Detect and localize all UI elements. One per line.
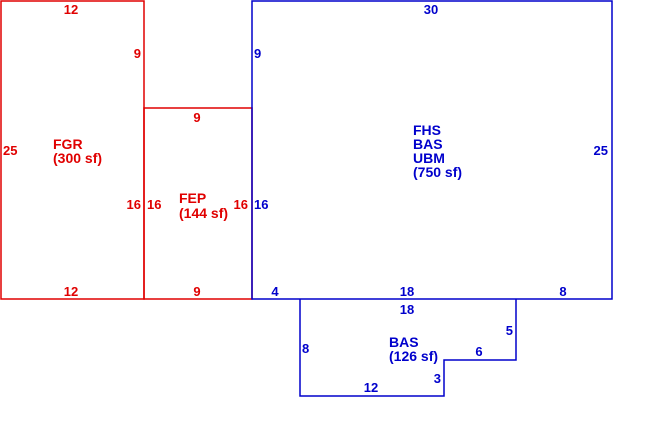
fgr-code-label: FGR: [53, 136, 83, 152]
fgr-dim-right-lower: 16: [127, 197, 141, 212]
main-dim-left-upper: 9: [254, 46, 261, 61]
main-dim-bottom-right: 8: [559, 284, 566, 299]
main-dim-left-lower: 16: [254, 197, 268, 212]
main-dim-bottom-mid: 18: [400, 284, 414, 299]
main-area: FHS BAS UBM (750 sf) 30 25 9 16 4 18 8: [251, 0, 613, 300]
fep-area: FEP (144 sf) 9 9 16 16: [143, 107, 253, 300]
main-code-label-1: FHS: [413, 122, 441, 138]
bas-area: BAS (126 sf) 18 8 12 3 6 5: [299, 299, 517, 397]
bas-dim-right: 5: [506, 323, 513, 338]
fep-dim-top: 9: [193, 110, 200, 125]
bas-area-label: (126 sf): [389, 348, 438, 364]
main-dim-bottom-left: 4: [271, 284, 279, 299]
fep-dim-bottom: 9: [193, 284, 200, 299]
main-code-label-2: BAS: [413, 136, 443, 152]
bas-dim-step-h: 6: [475, 344, 482, 359]
fgr-dim-top: 12: [64, 2, 78, 17]
bas-code-label: BAS: [389, 334, 419, 350]
fgr-dim-left: 25: [3, 143, 17, 158]
fep-dim-left: 16: [147, 197, 161, 212]
main-area-label: (750 sf): [413, 164, 462, 180]
main-dim-top: 30: [424, 2, 438, 17]
bas-outline: [299, 299, 517, 397]
fgr-dim-bottom: 12: [64, 284, 78, 299]
fep-area-label: (144 sf): [179, 205, 228, 221]
bas-dim-left: 8: [302, 341, 309, 356]
main-outline: [251, 0, 613, 300]
fgr-area: FGR (300 sf) 12 12 25 9 16: [0, 0, 145, 300]
fgr-dim-right-upper: 9: [134, 46, 141, 61]
bas-dim-top: 18: [400, 302, 414, 317]
main-code-label-3: UBM: [413, 150, 445, 166]
bas-dim-bottom: 12: [364, 380, 378, 395]
fep-code-label: FEP: [179, 190, 206, 206]
fgr-area-label: (300 sf): [53, 150, 102, 166]
main-dim-right: 25: [594, 143, 608, 158]
bas-dim-step-v: 3: [434, 371, 441, 386]
fep-dim-right: 16: [234, 197, 248, 212]
